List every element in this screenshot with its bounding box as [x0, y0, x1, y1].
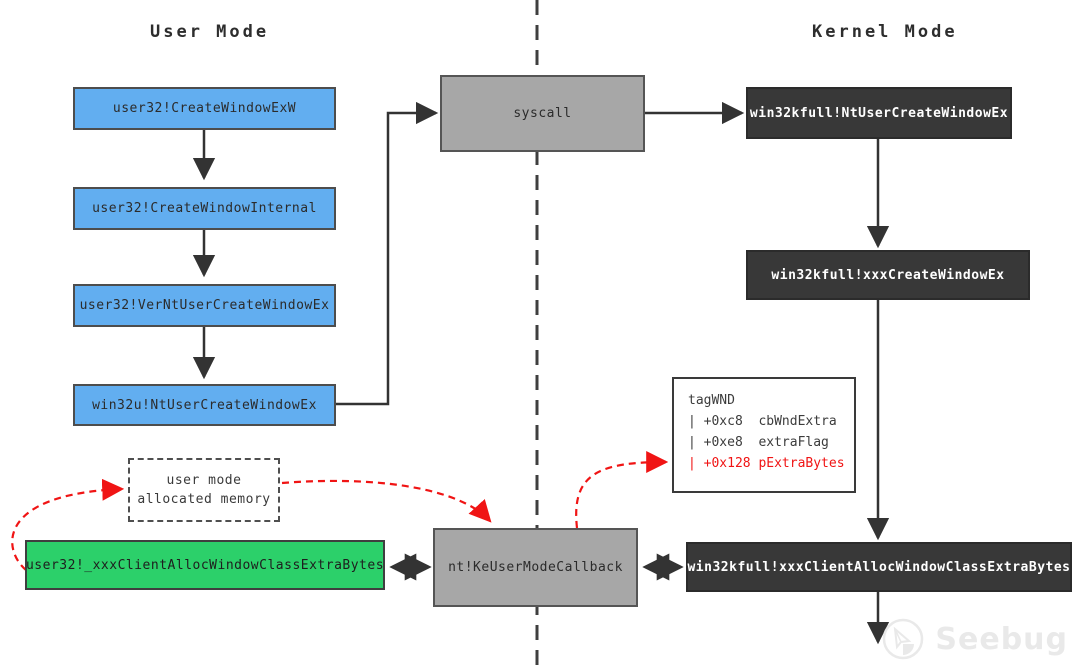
- arrow-win32u-to-syscall: [333, 101, 439, 406]
- box-win32kfull-xxxcreatewindowex: win32kfull!xxxCreateWindowEx: [746, 250, 1030, 300]
- box-user-mode-allocated-memory: user mode allocated memory: [128, 458, 280, 522]
- box-user32-xxxclientallocwindowclassextrabytes: user32!_xxxClientAllocWindowClassExtraBy…: [25, 540, 385, 590]
- red-arrow-usermemory-to-callback: [281, 479, 492, 523]
- seebug-logo-icon: [883, 618, 924, 660]
- user-memory-line1: user mode: [166, 472, 242, 488]
- tagwnd-field-extraflag: | +0xe8 extraFlag: [688, 435, 829, 451]
- box-win32kfull-ntusercreatewindowex: win32kfull!NtUserCreateWindowEx: [746, 87, 1012, 139]
- tagwnd-title: tagWND: [688, 393, 735, 408]
- box-win32u-ntusercreatewindowex: win32u!NtUserCreateWindowEx: [73, 384, 336, 426]
- seebug-watermark: Seebug: [879, 615, 1068, 663]
- tagwnd-field-pextrabytes: | +0x128 pExtraBytes: [688, 456, 845, 472]
- box-syscall: syscall: [440, 75, 645, 152]
- red-arrow-callback-to-pextrabytes: [575, 451, 669, 529]
- box-win32kfull-xxxclientallocwindowclassextrabytes: win32kfull!xxxClientAllocWindowClassExtr…: [686, 542, 1072, 592]
- user-memory-line2: allocated memory: [137, 492, 271, 507]
- kernel-mode-header: Kernel Mode: [812, 22, 958, 42]
- red-arrow-greenbox-to-usermemory: [11, 478, 125, 571]
- seebug-watermark-text: Seebug: [935, 621, 1068, 657]
- box-nt-keusermodecallback: nt!KeUserModeCallback: [433, 528, 638, 607]
- box-user32-verntusercreatewindowex: user32!VerNtUserCreateWindowEx: [73, 284, 336, 327]
- box-user32-createwindowinternal: user32!CreateWindowInternal: [73, 187, 336, 230]
- user-mode-header: User Mode: [150, 22, 270, 42]
- box-user32-createwindowexw: user32!CreateWindowExW: [73, 87, 336, 130]
- tagwnd-field-cbwndextra: | +0xc8 cbWndExtra: [688, 414, 837, 430]
- tagwnd-struct-box: tagWND | +0xc8 cbWndExtra | +0xe8 extraF…: [672, 377, 856, 493]
